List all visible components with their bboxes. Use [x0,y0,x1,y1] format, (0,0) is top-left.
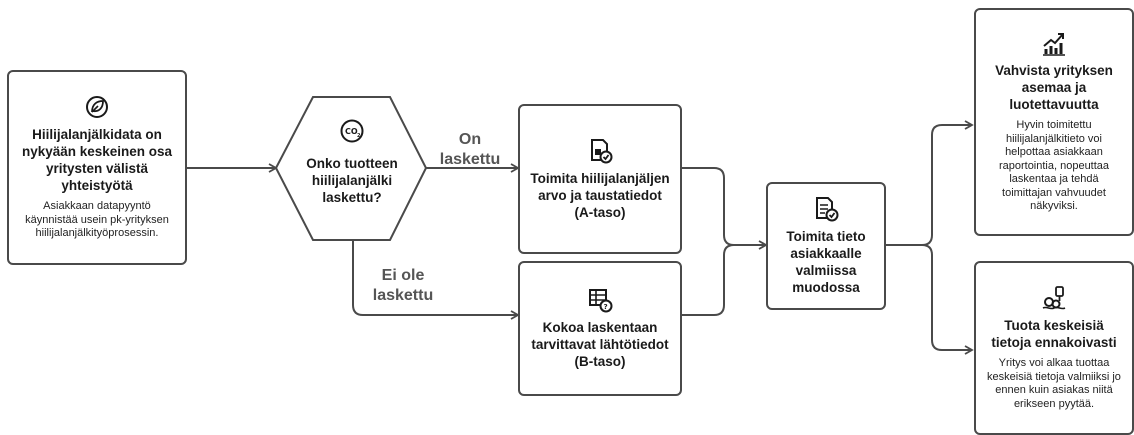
decision-text: Onko tuotteen hiilijalanjälki laskettu? [306,156,398,205]
outcome-2-title: Tuota keskeisiä tietoja ennakoivasti [991,318,1117,350]
data-gears-icon [1042,286,1066,310]
table-question-icon: ? [589,289,613,313]
outcome-1-box: Vahvista yrityksen asemaa ja luotettavuu… [974,8,1134,236]
decision-node: CO 2 Onko tuotteen hiilijalanjälki laske… [296,118,408,206]
edge-b-to-merge [682,244,766,316]
step-b-box: ? Kokoa laskentaan tarvittavat lähtötied… [518,261,682,396]
leaf-icon [86,96,108,119]
list-check-icon [816,197,839,222]
outcome-1-title: Vahvista yrityksen asemaa ja luotettavuu… [995,63,1113,113]
edge-a-to-merge [682,167,768,250]
step-b-title: Kokoa laskentaan tarvittavat lähtötiedot… [531,320,669,369]
co2-icon: CO 2 [340,119,364,143]
edge-merge-to-out1 [886,120,974,246]
merge-title: Toimita tieto asiakkaalle valmiissa muod… [786,229,866,295]
edge-label-yes: On laskettu [439,131,501,168]
start-description: Asiakkaan datapyyntö käynnistää usein pk… [25,200,169,240]
document-check-icon [591,138,613,163]
edge-no [352,240,520,320]
step-a-box: Toimita hiilijalanjäljen arvo ja taustat… [518,104,682,254]
svg-text:2: 2 [357,133,361,139]
edge-label-no: Ei ole laskettu [372,267,434,304]
decision-hexagon [274,96,428,241]
svg-text:?: ? [604,303,608,311]
step-a-title: Toimita hiilijalanjäljen arvo ja taustat… [530,170,670,220]
outcome-2-description: Yritys voi alkaa tuottaa keskeisiä tieto… [987,357,1121,410]
start-box: Hiilijalanjälkidata on nykyään keskeinen… [7,70,187,265]
edge-merge-to-out2 [886,244,974,355]
merge-box: Toimita tieto asiakkaalle valmiissa muod… [766,182,886,310]
outcome-1-description: Hyvin toimitettu hiilijalanjälkitieto vo… [998,119,1110,213]
growth-chart-icon [1043,33,1065,56]
start-title: Hiilijalanjälkidata on nykyään keskeinen… [21,127,173,194]
svg-text:CO: CO [345,127,358,136]
outcome-2-box: Tuota keskeisiä tietoja ennakoivasti Yri… [974,261,1134,435]
